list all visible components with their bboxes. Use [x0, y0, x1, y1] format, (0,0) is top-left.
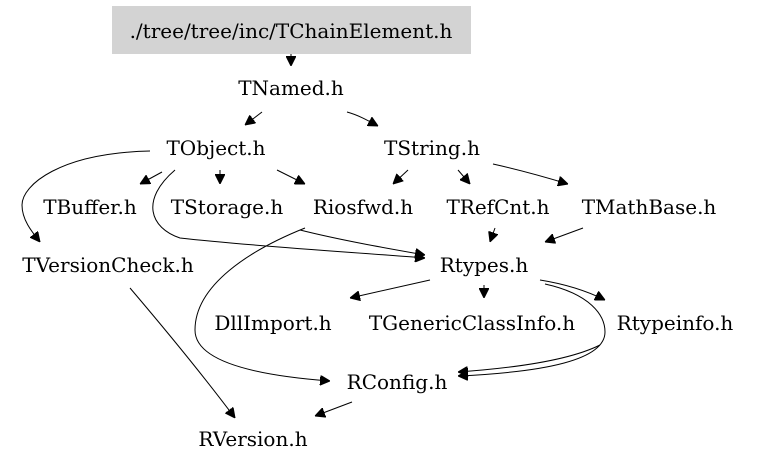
edge-tobject-riosfwd [276, 169, 305, 184]
node-trefcnt[interactable]: TRefCnt.h [446, 195, 549, 219]
node-riosfwd[interactable]: Riosfwd.h [313, 195, 413, 219]
edge-rtypes-rconfig [458, 283, 606, 376]
edge-tnamed-tobject [245, 111, 263, 125]
node-tbuffer[interactable]: TBuffer.h [43, 195, 137, 219]
nodes: ./tree/tree/inc/TChainElement.h TNamed.h… [22, 6, 733, 451]
edge-tnamed-tstring [346, 111, 378, 126]
node-rversion[interactable]: RVersion.h [198, 427, 307, 451]
node-tstring[interactable]: TString.h [384, 136, 480, 160]
node-rtypeinfo[interactable]: Rtypeinfo.h [617, 311, 734, 335]
edge-tmathbase-rtypes [545, 227, 584, 242]
edge-tobject-rtypes [152, 169, 425, 258]
edge-tstring-tmathbase [492, 163, 568, 184]
edge-riosfwd-rconfig [194, 227, 330, 381]
node-tversioncheck[interactable]: TVersionCheck.h [22, 253, 194, 277]
edge-tstring-trefcnt [457, 169, 470, 184]
node-tstorage[interactable]: TStorage.h [171, 195, 284, 219]
edge-riosfwd-rtypes [299, 229, 425, 255]
node-tgenericclassinfo[interactable]: TGenericClassInfo.h [369, 311, 575, 335]
edge-tstring-riosfwd [393, 169, 409, 184]
node-tchainelement[interactable]: ./tree/tree/inc/TChainElement.h [130, 19, 453, 43]
edge-trefcnt-rtypes [490, 227, 495, 242]
node-dllimport[interactable]: DllImport.h [214, 311, 331, 335]
edge-rtypes-rtypeinfo [539, 279, 605, 300]
edge-tobject-tbuffer [140, 171, 163, 184]
node-rtypes[interactable]: Rtypes.h [440, 253, 529, 277]
node-tmathbase[interactable]: TMathBase.h [582, 195, 717, 219]
edge-tobject-tversioncheck [21, 150, 151, 242]
root-node-box [112, 6, 471, 54]
node-tobject[interactable]: TObject.h [166, 136, 265, 160]
edge-rconfig-rversion [315, 401, 353, 416]
node-tnamed[interactable]: TNamed.h [238, 76, 344, 100]
edge-rtypes-dllimport [350, 279, 431, 298]
edge-tversioncheck-rversion [129, 287, 235, 418]
node-rconfig[interactable]: RConfig.h [347, 370, 448, 394]
edges [21, 54, 606, 418]
edge-rtypeinfo-rconfig [458, 344, 601, 372]
